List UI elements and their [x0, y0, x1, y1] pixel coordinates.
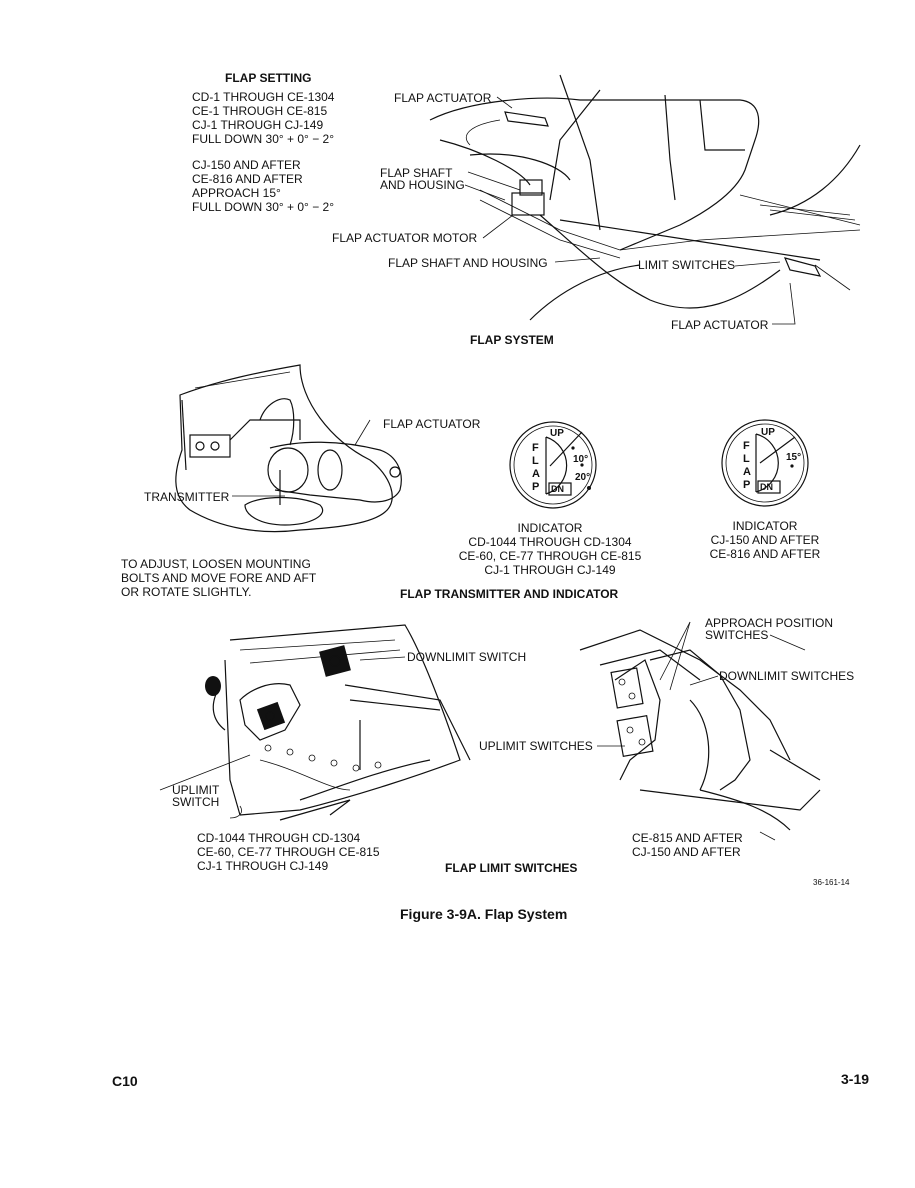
flap-setting-line: CJ-150 AND AFTER — [192, 158, 301, 172]
flap-system-title: FLAP SYSTEM — [470, 333, 554, 347]
gauge2-letter-p: P — [743, 479, 751, 491]
label-flap-actuator-top: FLAP ACTUATOR — [394, 91, 492, 105]
label-approach-2: SWITCHES — [705, 628, 769, 642]
label-approach-1: APPROACH POSITION — [705, 616, 834, 630]
adjust-note-line: TO ADJUST, LOOSEN MOUNTING — [121, 557, 311, 571]
label-flap-shaft-1: FLAP SHAFT — [380, 166, 453, 180]
gauge2-dn: DN — [760, 482, 773, 492]
gauge1-mark-20: 20° — [575, 472, 591, 483]
flap-setting-title: FLAP SETTING — [225, 71, 312, 85]
adjust-note: TO ADJUST, LOOSEN MOUNTING BOLTS AND MOV… — [121, 557, 316, 599]
caption-line: CD-1044 THROUGH CD-1304 — [468, 535, 632, 549]
footer-section: C10 — [112, 1073, 138, 1089]
indicator-gauge-1 — [509, 421, 597, 509]
gauge1-letter-a: A — [532, 468, 540, 480]
caption-line: INDICATOR — [732, 519, 798, 533]
gauge2-letter-l: L — [743, 453, 750, 465]
label-limit-switches: LIMIT SWITCHES — [638, 258, 736, 272]
limit-switches-title: FLAP LIMIT SWITCHES — [445, 861, 578, 875]
flap-setting-group-1: CD-1 THROUGH CE-1304 CE-1 THROUGH CE-815… — [192, 90, 334, 146]
flap-setting-line: CD-1 THROUGH CE-1304 — [192, 90, 335, 104]
left-limit-caption: CD-1044 THROUGH CD-1304 CE-60, CE-77 THR… — [197, 831, 380, 873]
label-uplimit-2: SWITCH — [172, 795, 220, 809]
drawing-number: 36-161-14 — [813, 878, 850, 887]
label-downlimit-switches: DOWNLIMIT SWITCHES — [719, 669, 855, 683]
transmitter-title: FLAP TRANSMITTER AND INDICATOR — [400, 587, 619, 601]
flap-setting-line: FULL DOWN 30° + 0° − 2° — [192, 200, 335, 214]
caption-line: CJ-150 AND AFTER — [710, 533, 820, 547]
label-flap-actuator-bottom: FLAP ACTUATOR — [671, 318, 769, 332]
caption-line: CE-816 AND AFTER — [709, 547, 821, 561]
label-transmitter: TRANSMITTER — [144, 490, 230, 504]
caption-line: CE-60, CE-77 THROUGH CE-815 — [458, 549, 642, 563]
gauge2-mark-15: 15° — [786, 452, 802, 463]
label-flap-shaft-2: AND HOUSING — [380, 178, 465, 192]
label-uplimit-1: UPLIMIT — [172, 783, 220, 797]
caption-line: CE-60, CE-77 THROUGH CE-815 — [197, 845, 380, 859]
flap-setting-group-2: CJ-150 AND AFTER CE-816 AND AFTER APPROA… — [192, 158, 334, 214]
gauge1-letter-p: P — [532, 481, 540, 493]
gauge1-dn: DN — [551, 484, 564, 494]
gauge2-letter-f: F — [743, 440, 750, 452]
flap-setting-line: CE-1 THROUGH CE-815 — [192, 104, 328, 118]
gauge2-letter-a: A — [743, 466, 751, 478]
adjust-note-line: OR ROTATE SLIGHTLY. — [121, 585, 252, 599]
footer-page-number: 3-19 — [841, 1071, 870, 1087]
flap-setting-line: FULL DOWN 30° + 0° − 2° — [192, 132, 335, 146]
caption-line: INDICATOR — [517, 521, 583, 535]
caption-line: CJ-1 THROUGH CJ-149 — [197, 859, 329, 873]
indicator1-caption: INDICATOR CD-1044 THROUGH CD-1304 CE-60,… — [450, 521, 650, 577]
right-limit-caption: CE-815 AND AFTER CJ-150 AND AFTER — [632, 831, 743, 859]
gauge1-mark-10: 10° — [573, 454, 589, 465]
gauge1-letter-f: F — [532, 442, 539, 454]
flap-setting-line: CJ-1 THROUGH CJ-149 — [192, 118, 324, 132]
label-uplimit-switches: UPLIMIT SWITCHES — [479, 739, 593, 753]
gauge2-up: UP — [761, 427, 775, 438]
caption-line: CE-815 AND AFTER — [632, 831, 743, 845]
indicator-gauge-2 — [721, 419, 809, 507]
adjust-note-line: BOLTS AND MOVE FORE AND AFT — [121, 571, 317, 585]
gauge1-letter-l: L — [532, 455, 539, 467]
indicator2-caption: INDICATOR CJ-150 AND AFTER CE-816 AND AF… — [690, 519, 840, 561]
gauge1-up: UP — [550, 428, 564, 439]
flap-setting-line: APPROACH 15° — [192, 186, 281, 200]
figure-caption: Figure 3-9A. Flap System — [400, 906, 568, 922]
caption-line: CJ-1 THROUGH CJ-149 — [484, 563, 616, 577]
label-flap-shaft-housing: FLAP SHAFT AND HOUSING — [388, 256, 548, 270]
caption-line: CJ-150 AND AFTER — [632, 845, 741, 859]
label-flap-actuator-motor: FLAP ACTUATOR MOTOR — [332, 231, 478, 245]
label-transmitter-actuator: FLAP ACTUATOR — [383, 417, 481, 431]
flap-setting-line: CE-816 AND AFTER — [192, 172, 303, 186]
caption-line: CD-1044 THROUGH CD-1304 — [197, 831, 361, 845]
label-downlimit-switch: DOWNLIMIT SWITCH — [407, 650, 527, 664]
